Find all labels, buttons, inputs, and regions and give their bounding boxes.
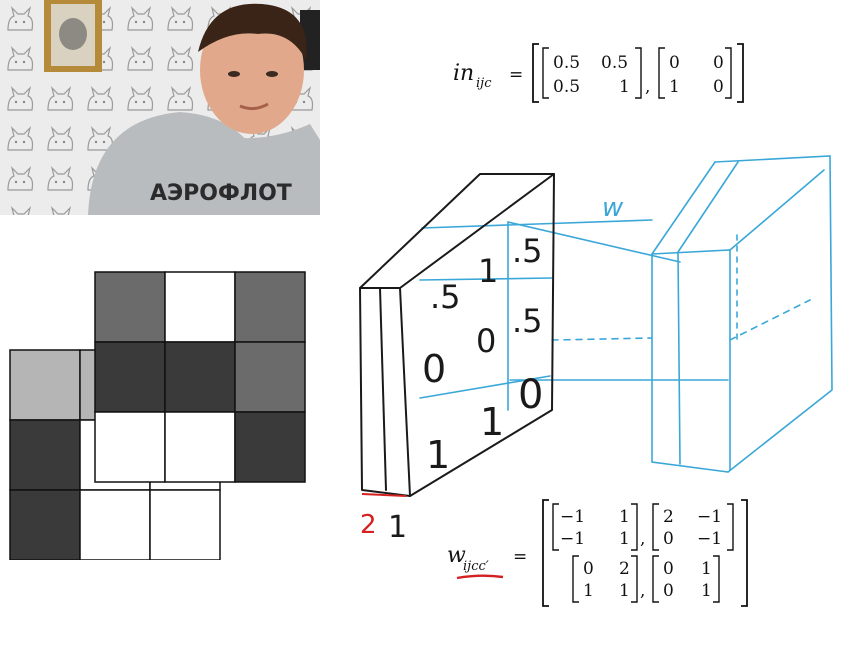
front-grid-cell: [94, 341, 166, 413]
matrix-cell: 0.5: [553, 53, 580, 73]
back-grid-cell: [9, 419, 81, 491]
back-grid-cell: [9, 489, 81, 561]
back-grid-cell: [9, 349, 81, 421]
matrix-cell: 1: [583, 581, 594, 601]
front-grid-cell: [164, 411, 236, 483]
matrix-cell: 0.5: [601, 53, 628, 73]
svg-text:,: ,: [640, 581, 645, 601]
matrix-cell: −1: [697, 507, 722, 527]
weight-label: w: [602, 193, 624, 223]
volume-value: .5: [512, 232, 543, 270]
volume-value: .5: [430, 278, 461, 316]
eq-w-symbol: w: [447, 543, 466, 568]
front-grid-cell: [94, 271, 166, 343]
matrix-cell: 1: [619, 507, 630, 527]
svg-text:,: ,: [645, 77, 650, 97]
front-grid-cell: [164, 271, 236, 343]
matrix-cell: 1: [701, 559, 712, 579]
matrix-cell: 1: [619, 529, 630, 549]
depth-labels: 2 1: [350, 495, 470, 555]
depth-label-red: 2: [360, 510, 377, 540]
matrix-cell: 0.5: [553, 77, 580, 97]
eq-w-equals: =: [513, 547, 527, 567]
front-grid-cell: [94, 411, 166, 483]
volume-value: 1: [426, 433, 450, 477]
matrix-cell: 1: [619, 581, 630, 601]
matrix-cell: 2: [663, 507, 674, 527]
matrix-cell: 1: [669, 77, 680, 97]
matrix-cell: 1: [619, 77, 630, 97]
matrix-cell: 0: [663, 559, 674, 579]
volume-value: .5: [512, 302, 543, 340]
weight-equation: w ijcc′ = −1 1 −1 1 , 2 −1 0 −1 0 2 1 1 …: [445, 498, 755, 610]
front-grid-cell: [234, 411, 306, 483]
front-grid-cell: [164, 341, 236, 413]
matrix-cell: 0: [669, 53, 680, 73]
svg-text:,: ,: [640, 529, 645, 549]
matrix-cell: 0: [583, 559, 594, 579]
matrix-cell: 1: [701, 581, 712, 601]
eq-in-symbol: in: [453, 61, 474, 86]
front-grid-cell: [234, 341, 306, 413]
eq-in-subscript: ijc: [476, 76, 492, 91]
matrix-cell: 2: [619, 559, 630, 579]
webcam-video: АЭРОФЛОТ: [0, 0, 320, 215]
input-equation: in ijc = 0.5 0.5 0.5 1 , 0 0 1 0: [453, 40, 753, 104]
depth-label-black: 1: [388, 510, 407, 545]
matrix-cell: 0: [713, 77, 724, 97]
underline-mark: [456, 574, 504, 580]
matrix-cell: 0: [663, 581, 674, 601]
grid-illustration: [0, 260, 320, 561]
matrix-cell: 0: [713, 53, 724, 73]
volume-value: 1: [480, 400, 504, 444]
matrix-cell: −1: [560, 507, 585, 527]
matrix-cell: −1: [560, 529, 585, 549]
eq-in-equals: =: [509, 65, 523, 85]
matrix-cell: −1: [697, 529, 722, 549]
volume-value: 0: [518, 372, 543, 418]
back-grid-cell: [149, 489, 221, 561]
back-grid-cell: [79, 489, 151, 561]
front-grid-cell: [234, 271, 306, 343]
volume-value: 0: [422, 347, 446, 391]
eq-w-subscript: ijcc′: [463, 559, 489, 574]
matrix-cell: 0: [663, 529, 674, 549]
shirt-print: АЭРОФЛОТ: [150, 181, 292, 206]
volume-value: 1: [478, 252, 498, 290]
volume-value: 0: [476, 322, 496, 360]
convolution-sketch: w .5 1 .5 0 0 .5 1 1 0: [340, 150, 854, 500]
